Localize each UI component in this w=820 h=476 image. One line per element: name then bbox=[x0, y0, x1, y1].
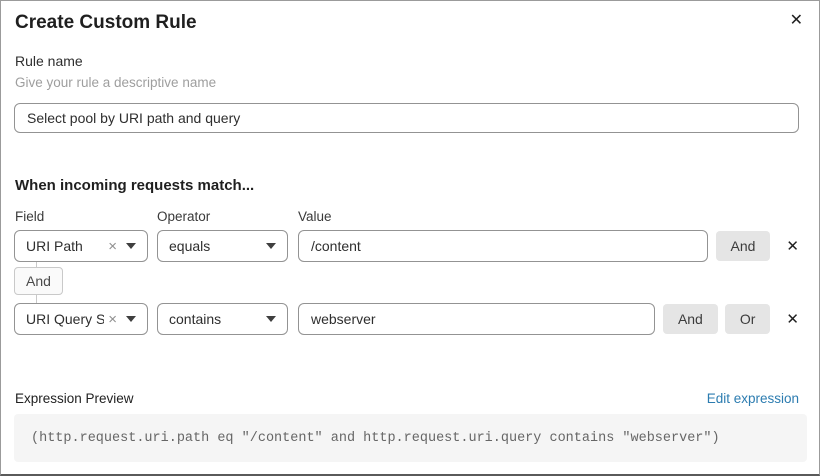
expression-preview-header: Expression Preview Edit expression bbox=[15, 391, 799, 406]
close-icon[interactable]: ✕ bbox=[786, 8, 807, 32]
clear-selection-icon[interactable]: × bbox=[108, 237, 117, 255]
chevron-down-icon bbox=[126, 316, 136, 322]
chevron-down-icon bbox=[266, 316, 276, 322]
value-input[interactable] bbox=[298, 303, 655, 335]
chevron-down-icon bbox=[266, 243, 276, 249]
and-connector-badge: And bbox=[14, 262, 63, 303]
operator-dropdown-value: contains bbox=[169, 311, 222, 327]
chevron-down-icon bbox=[126, 243, 136, 249]
rule-name-label: Rule name bbox=[15, 53, 83, 69]
expression-preview-label: Expression Preview bbox=[15, 391, 134, 406]
rule-name-input[interactable] bbox=[14, 103, 799, 133]
rule-name-helper: Give your rule a descriptive name bbox=[15, 75, 217, 90]
delete-condition-icon[interactable]: ✕ bbox=[786, 309, 799, 328]
value-column-label: Value bbox=[298, 209, 332, 224]
field-dropdown[interactable]: URI Path × bbox=[14, 230, 148, 262]
condition-row: URI Path × equals And ✕ bbox=[14, 230, 799, 262]
field-dropdown-value: URI Query St... bbox=[26, 311, 104, 327]
add-and-condition-button[interactable]: And bbox=[715, 231, 771, 261]
match-heading: When incoming requests match... bbox=[15, 177, 255, 194]
condition-row: URI Query St... × contains And Or ✕ bbox=[14, 303, 799, 335]
field-column-label: Field bbox=[15, 209, 45, 224]
operator-dropdown[interactable]: equals bbox=[157, 230, 288, 262]
expression-code-block: (http.request.uri.path eq "/content" and… bbox=[14, 414, 807, 462]
edit-expression-link[interactable]: Edit expression bbox=[706, 391, 799, 406]
expression-code: (http.request.uri.path eq "/content" and… bbox=[31, 430, 720, 446]
add-and-condition-button[interactable]: And bbox=[662, 304, 718, 334]
operator-dropdown[interactable]: contains bbox=[157, 303, 288, 335]
clear-selection-icon[interactable]: × bbox=[108, 310, 117, 328]
field-dropdown-value: URI Path bbox=[26, 238, 83, 254]
value-input[interactable] bbox=[298, 230, 708, 262]
condition-column-labels: Field Operator Value bbox=[14, 209, 799, 225]
add-or-condition-button[interactable]: Or bbox=[724, 304, 771, 334]
operator-column-label: Operator bbox=[157, 209, 211, 224]
delete-condition-icon[interactable]: ✕ bbox=[786, 236, 799, 255]
dialog-title: Create Custom Rule bbox=[15, 12, 197, 33]
field-dropdown[interactable]: URI Query St... × bbox=[14, 303, 148, 335]
operator-dropdown-value: equals bbox=[169, 238, 211, 254]
